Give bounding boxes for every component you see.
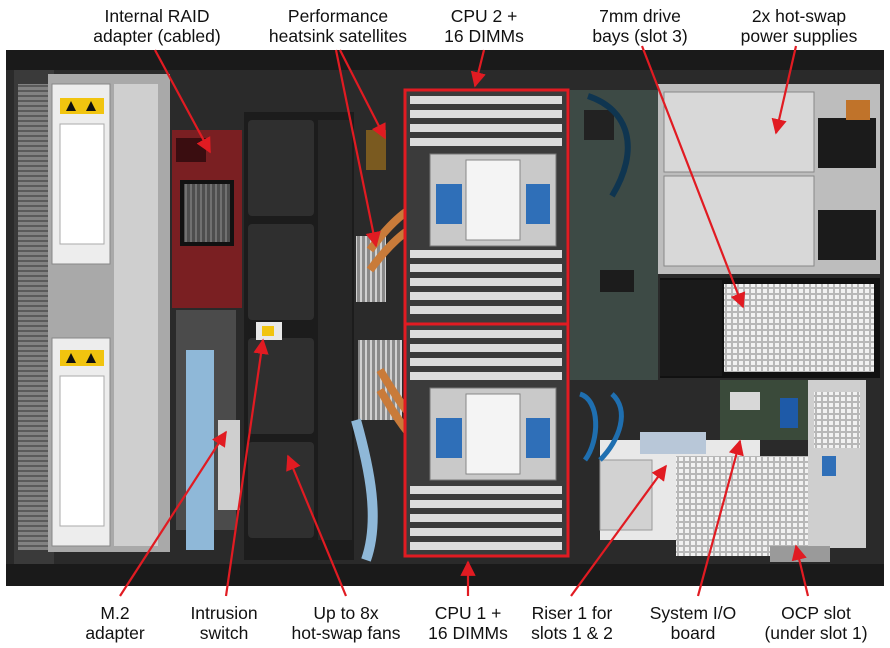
cpu2-socket	[429, 153, 557, 247]
label-cpu2-line2: 16 DIMMs	[444, 26, 524, 46]
system-io-board	[720, 380, 810, 440]
arrow-drive	[640, 45, 746, 309]
dimm-rows-top	[410, 96, 562, 314]
label-power-supplies: 2x hot-swap power supplies	[724, 6, 874, 46]
power-supplies	[658, 84, 880, 274]
label-riser-line2: slots 1 & 2	[531, 623, 613, 643]
label-drive-line2: bays (slot 3)	[592, 26, 688, 46]
label-raid-line2: adapter (cabled)	[93, 26, 221, 46]
callout-arrows	[119, 45, 810, 597]
raid-adapter	[172, 130, 242, 308]
label-riser-1: Riser 1 for slots 1 & 2	[514, 603, 630, 643]
label-heatsink-line1: Performance	[287, 6, 389, 26]
arrow-intrusion	[224, 338, 269, 597]
cpu1-socket	[429, 387, 557, 481]
label-cpu2-line1: CPU 2 +	[450, 6, 518, 26]
front-drive-cage	[48, 74, 170, 552]
label-intrusion-switch: Intrusion switch	[176, 603, 272, 643]
label-cpu1-line1: CPU 1 +	[434, 603, 502, 623]
label-raid-adapter: Internal RAID adapter (cabled)	[72, 6, 242, 46]
label-psu-line2: power supplies	[740, 26, 858, 46]
ocp-slot	[770, 380, 866, 562]
label-ocp-line1: OCP slot	[781, 603, 851, 623]
label-fans-line2: hot-swap fans	[291, 623, 401, 643]
intrusion-switch	[256, 322, 282, 340]
label-ocp-slot: OCP slot (under slot 1)	[752, 603, 880, 643]
label-heatsink-line2: heatsink satellites	[268, 26, 408, 46]
dimm-rows-bottom	[410, 330, 562, 550]
arrow-psu	[771, 45, 798, 135]
label-hot-swap-fans: Up to 8x hot-swap fans	[284, 603, 408, 643]
arrow-m2	[119, 430, 227, 597]
label-intrusion-line1: Intrusion	[190, 603, 258, 623]
label-cpu2-dimms: CPU 2 + 16 DIMMs	[424, 6, 544, 46]
arrow-heatsink-1	[339, 49, 386, 140]
fan-bank	[244, 112, 354, 560]
warning-label-icon	[60, 98, 104, 114]
label-raid-line1: Internal RAID	[104, 6, 210, 26]
label-fans-line1: Up to 8x	[313, 603, 379, 623]
drive-bays-7mm	[660, 278, 880, 378]
label-heatsink-satellites: Performance heatsink satellites	[248, 6, 428, 46]
label-ocp-line2: (under slot 1)	[764, 623, 868, 643]
label-m2-adapter: M.2 adapter	[70, 603, 160, 643]
arrow-riser	[570, 464, 667, 597]
label-riser-line1: Riser 1 for	[531, 603, 613, 623]
motherboard	[570, 90, 658, 380]
label-cpu1-line2: 16 DIMMs	[428, 623, 508, 643]
label-drive-line1: 7mm drive	[599, 6, 681, 26]
arrow-fans	[286, 454, 348, 597]
label-m2-line1: M.2	[100, 603, 130, 623]
arrow-sysio	[696, 439, 744, 597]
label-m2-line2: adapter	[85, 623, 145, 643]
label-7mm-drive-bays: 7mm drive bays (slot 3)	[578, 6, 702, 46]
label-cpu1-dimms: CPU 1 + 16 DIMMs	[408, 603, 528, 643]
arrow-raid	[154, 49, 211, 154]
dimm-highlight-box	[403, 88, 570, 558]
label-intrusion-line2: switch	[199, 623, 249, 643]
label-system-io-board: System I/O board	[634, 603, 752, 643]
arrow-ocp	[791, 544, 810, 597]
label-psu-line1: 2x hot-swap	[751, 6, 847, 26]
warning-label-icon	[60, 350, 104, 366]
label-sysio-line2: board	[670, 623, 716, 643]
m2-adapter	[176, 310, 240, 550]
cables	[351, 391, 624, 562]
arrow-cpu2	[470, 49, 486, 88]
label-sysio-line1: System I/O	[649, 603, 737, 623]
riser-1	[599, 432, 816, 556]
arrow-heatsink-2	[334, 49, 381, 248]
